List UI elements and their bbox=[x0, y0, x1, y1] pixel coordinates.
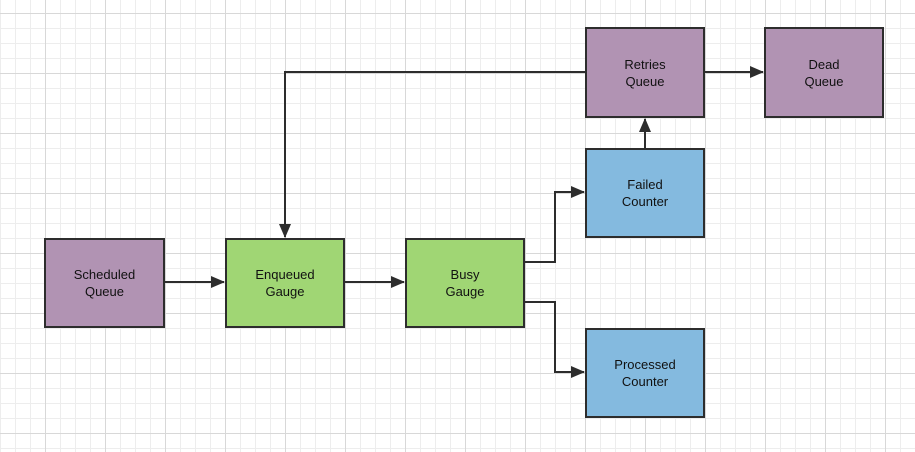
node-scheduled-queue: Scheduled Queue bbox=[44, 238, 165, 328]
node-label-line: Processed bbox=[614, 357, 676, 372]
edge-busy-to-failed bbox=[525, 186, 585, 263]
node-label-line: Dead bbox=[808, 56, 840, 72]
node-busy-gauge: Busy Gauge bbox=[405, 238, 525, 328]
node-label-line: Busy bbox=[450, 267, 480, 282]
node-label-line: Gauge bbox=[445, 284, 485, 299]
node-label-line: Scheduled bbox=[73, 267, 136, 282]
node-retries-queue: Retries Queue bbox=[585, 27, 705, 118]
node-label-line: Failed bbox=[627, 177, 663, 192]
node-label-line: Enqueued bbox=[255, 267, 315, 282]
node-enqueued-gauge: Enqueued Gauge bbox=[225, 238, 345, 328]
node-label-line: Queue bbox=[625, 73, 665, 89]
node-failed-counter: Failed Counter bbox=[585, 148, 705, 238]
node-label-line: Queue bbox=[804, 73, 844, 89]
edge-retries-to-enqueued bbox=[279, 71, 585, 238]
node-label-line: Gauge bbox=[265, 284, 305, 299]
node-label-line: Counter bbox=[621, 374, 669, 389]
edge-busy-to-processed bbox=[525, 301, 585, 378]
node-dead-queue: Dead Queue bbox=[764, 27, 884, 118]
node-label-line: Retries bbox=[624, 56, 666, 72]
node-processed-counter: Processed Counter bbox=[585, 328, 705, 418]
node-label-line: Queue bbox=[84, 284, 125, 299]
node-label-line: Counter bbox=[621, 194, 669, 209]
